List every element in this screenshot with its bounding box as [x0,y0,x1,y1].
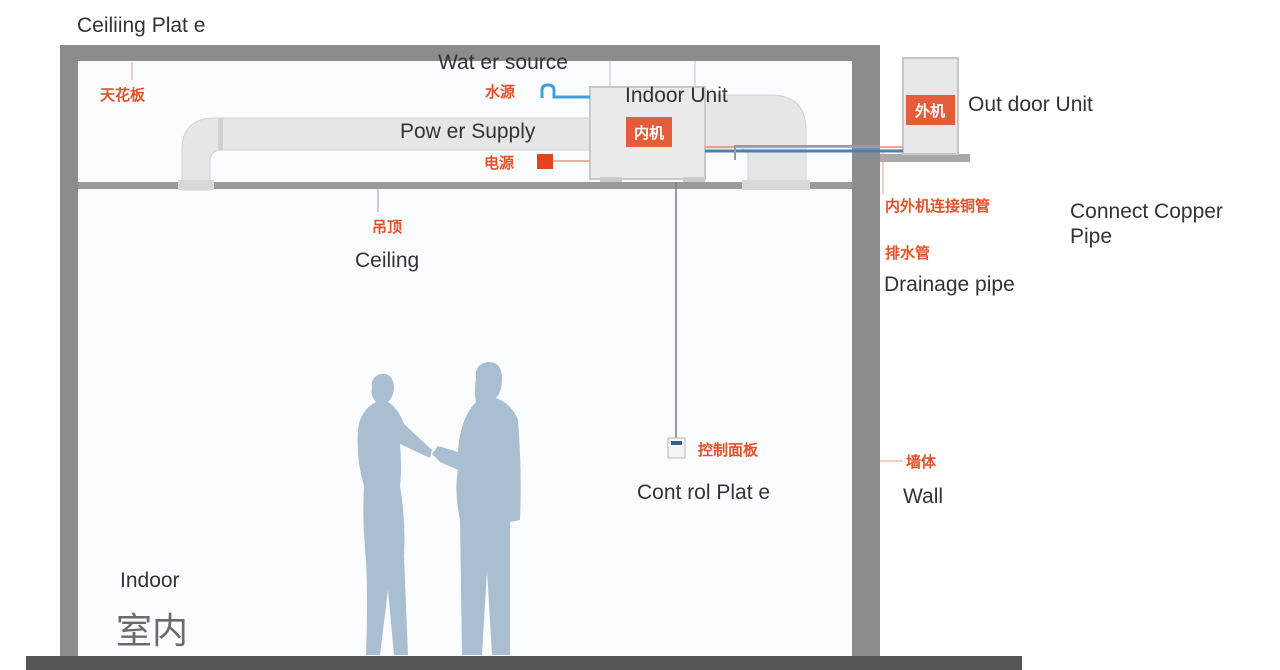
right-duct-diffuser [742,180,810,190]
drainage-pipe-label-cn: 排水管 [885,244,930,262]
floor [26,656,1022,670]
indoor-unit-foot-left [600,177,622,182]
left-wall [60,45,78,660]
indoor-unit-label-box [626,117,672,147]
outdoor-unit-label-box [906,95,955,125]
drainage-pipe-label-en: Drainage pipe [884,273,1015,296]
right-wall [852,45,880,660]
control-plate-label-cn: 控制面板 [698,441,759,459]
man-silhouette [432,362,521,655]
water-source-label-cn: 水源 [485,83,515,101]
ceiling-label-en: Ceiling [355,249,419,272]
indoor-unit [589,86,706,180]
water-source-label-en: Wat er source [438,51,568,74]
ceiling-plate-label-en: Ceiliing Plat e [77,14,205,37]
indoor-unit-label-en: Indoor Unit [625,84,728,107]
ceiling-label-cn: 吊顶 [372,218,402,236]
left-duct-diffuser [178,180,214,190]
power-supply-box [537,154,553,169]
ceiling-plate-label-cn: 天花板 [100,86,146,104]
copper-pipe-label-en-line1: Connect Copper [1070,200,1223,223]
copper-pipe-label-cn: 内外机连接铜管 [885,197,990,215]
outdoor-unit-platform [880,154,970,162]
indoor-unit-foot-right [683,177,705,182]
ceiling-plate [60,45,880,61]
power-supply-label-en: Pow er Supply [400,120,536,143]
left-duct-joint [218,118,223,150]
woman-silhouette [357,373,432,655]
wall-label-en: Wall [903,485,943,508]
outdoor-unit-label-cn: 外机 [914,102,945,120]
power-supply-label-cn: 电源 [484,154,514,172]
outdoor-unit-label-en: Out door Unit [968,93,1093,116]
indoor-label-en: Indoor [120,569,180,592]
control-panel-screen [671,441,682,445]
indoor-label-cn: 室内 [116,611,188,652]
control-plate-label-en: Cont rol Plat e [637,481,770,504]
indoor-unit-label-cn: 内机 [634,124,664,142]
people-silhouette [357,362,521,655]
suspended-ceiling [78,182,852,189]
wall-label-cn: 墙体 [906,453,937,471]
drainage-pipe [734,145,880,160]
water-source-pipe [540,83,590,99]
copper-pipe-label-en-line2: Pipe [1070,225,1112,248]
